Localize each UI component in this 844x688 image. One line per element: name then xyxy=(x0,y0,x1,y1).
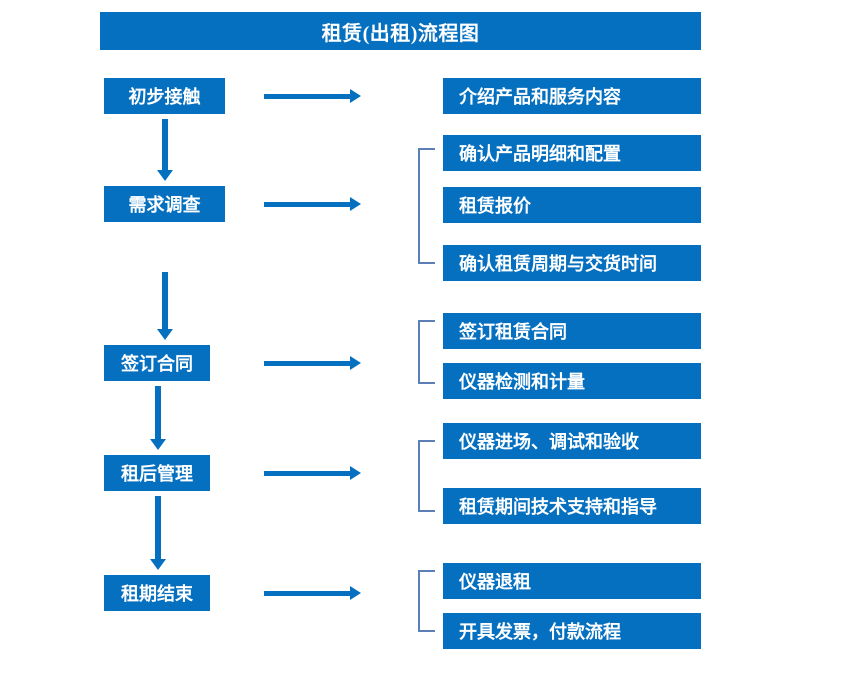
down-arrow-1-to-2 xyxy=(157,119,173,181)
detail-box-9[interactable]: 仪器退租 xyxy=(443,563,701,599)
detail-box-3[interactable]: 租赁报价 xyxy=(443,187,701,223)
detail-box-8[interactable]: 租赁期间技术支持和指导 xyxy=(443,488,701,524)
right-arrow-stage-3 xyxy=(264,356,361,370)
stage-box-1[interactable]: 初步接触 xyxy=(104,78,225,114)
detail-box-5[interactable]: 签订租赁合同 xyxy=(443,313,701,349)
stage-box-2[interactable]: 需求调查 xyxy=(104,186,225,222)
detail-box-10[interactable]: 开具发票，付款流程 xyxy=(443,613,701,649)
down-arrow-2-to-3 xyxy=(157,272,173,340)
group-bracket-termination xyxy=(418,570,435,632)
stage-box-3[interactable]: 签订合同 xyxy=(104,345,210,381)
group-bracket-requirements xyxy=(418,148,435,264)
stage-box-5[interactable]: 租期结束 xyxy=(104,575,210,611)
right-arrow-stage-2 xyxy=(264,197,361,211)
group-bracket-contract xyxy=(418,320,435,384)
down-arrow-4-to-5 xyxy=(150,496,166,570)
detail-box-4[interactable]: 确认租赁周期与交货时间 xyxy=(443,245,701,281)
right-arrow-stage-4 xyxy=(264,466,361,480)
detail-box-7[interactable]: 仪器进场、调试和验收 xyxy=(443,423,701,459)
right-arrow-stage-5 xyxy=(264,586,361,600)
down-arrow-3-to-4 xyxy=(150,386,166,450)
stage-box-4[interactable]: 租后管理 xyxy=(104,455,210,491)
detail-box-1[interactable]: 介绍产品和服务内容 xyxy=(443,78,701,114)
detail-box-6[interactable]: 仪器检测和计量 xyxy=(443,363,701,399)
right-arrow-stage-1 xyxy=(264,89,361,103)
page-title: 租赁(出租)流程图 xyxy=(100,12,701,50)
detail-box-2[interactable]: 确认产品明细和配置 xyxy=(443,135,701,171)
group-bracket-management xyxy=(418,440,435,512)
